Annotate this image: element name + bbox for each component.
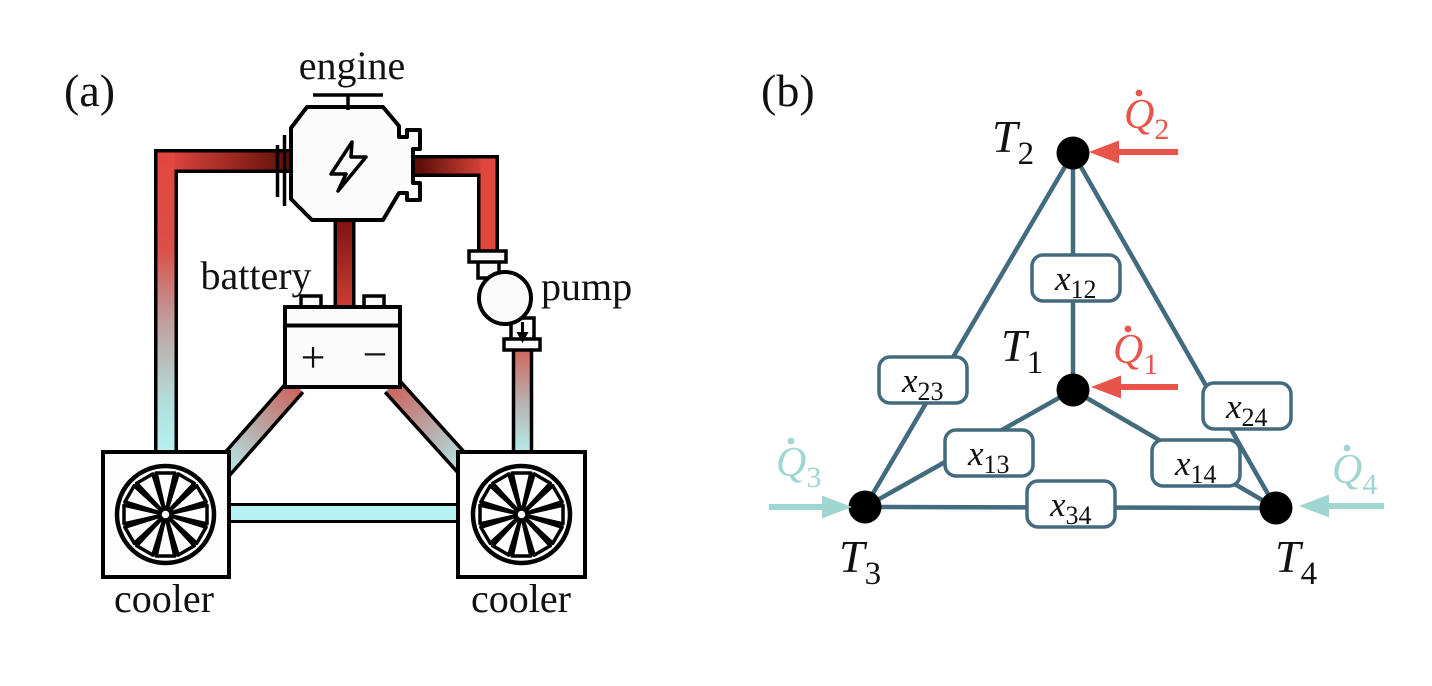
edge-label-text: x12 [1054,259,1097,304]
cooler-left: cooler [101,450,231,621]
panel-a-tag: (a) [64,65,115,116]
cooler-right: cooler [456,450,587,621]
heat-flow-Q1: Q1 [1091,325,1178,399]
panel-a: (a) [64,43,632,621]
node-label-T3: T3 [839,531,881,592]
battery-body [283,305,402,389]
pump: pump [467,249,632,352]
cooler-left-label: cooler [114,576,214,621]
heat-arrow-head [1091,375,1121,399]
lightning-bolt-icon [329,140,368,193]
q-dot [1135,89,1143,97]
engine: engine [275,43,422,222]
edge-label-text: x23 [901,361,944,406]
cooler-fan-icon [117,466,214,563]
node-T4 [1259,491,1293,525]
edge-label-box [943,428,1035,478]
edge-label-x34: x34 [1025,479,1117,530]
battery: + − battery [200,253,402,389]
heat-label-Q2: Q2 [1124,92,1169,146]
q-dot [1343,444,1351,452]
heat-label-Q4: Q4 [1332,447,1377,501]
heat-arrow-head [1089,140,1119,164]
edge-label-x12: x12 [1030,253,1122,304]
edge-label-box [1030,253,1122,303]
pipe-battery-right-gradient [386,380,474,476]
edge-label-x13: x13 [943,428,1035,479]
q-dot [1124,325,1132,333]
edge-label-box [1201,381,1293,431]
battery-label: battery [200,253,311,298]
edge-label-x23: x23 [877,355,969,406]
panel-b-tag: (b) [761,65,815,116]
heat-flow-Q2: Q2 [1089,89,1178,164]
edge-label-text: x34 [1049,485,1092,530]
edge-T2-T3 [863,151,1075,509]
node-label-T4: T4 [1275,531,1317,592]
edge-label-text: x14 [1174,444,1217,489]
pump-top-flange [467,249,508,264]
q-dot [787,437,795,445]
edge-label-x24: x24 [1201,381,1293,432]
pump-flow-arrow-head [516,332,529,343]
edge-label-x14: x14 [1150,438,1242,489]
heat-label-Q3: Q3 [776,440,821,494]
cooler-fan-icon [473,466,570,563]
coolant-pipes [154,149,534,523]
edge-label-box [1150,438,1242,488]
edge-label-text: x24 [1225,387,1268,432]
battery-plus-sign: + [301,333,326,382]
node-label-T2: T2 [992,111,1034,172]
engine-label: engine [299,43,406,88]
node-T1 [1056,373,1090,407]
node-T2 [1056,136,1090,170]
edge-T2-T4 [1071,151,1278,510]
edge-labels: x12 x23 x24 x13 x14 x34 [877,253,1293,530]
heat-label-Q1: Q1 [1113,327,1158,381]
pipe-right-loop-outline [415,155,499,258]
panel-b: (b) x12 x23 x24 [761,65,1384,592]
pump-volute [477,270,533,326]
heat-arrow-head [1299,494,1329,518]
edge-label-text: x13 [967,434,1010,479]
heat-arrow-head [822,495,852,519]
heat-flow-Q3: Q3 [769,437,852,519]
battery-minus-sign: − [363,330,388,379]
node-T3 [848,490,882,524]
engine-body [289,105,422,222]
cooler-right-label: cooler [471,576,571,621]
graph-nodes [848,136,1293,525]
edge-label-box [877,355,969,405]
heat-flow-Q4: Q4 [1299,444,1384,518]
edge-label-box [1025,479,1117,529]
pipe-battery-left-gradient [216,381,302,475]
node-label-T1: T1 [1001,320,1043,381]
pump-label: pump [541,264,632,309]
